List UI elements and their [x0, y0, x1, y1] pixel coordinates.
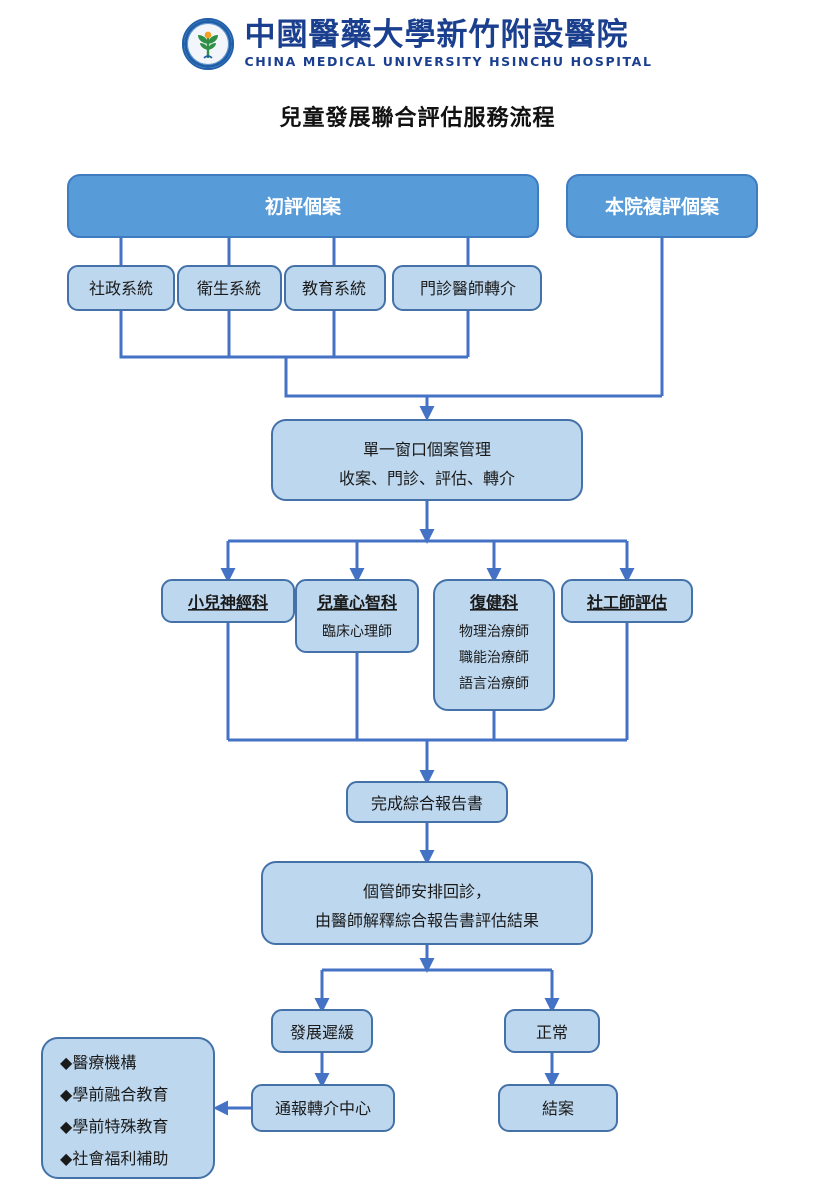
connector-followup-split: [314, 944, 560, 1013]
box-source-clinic-referral[interactable]: 門診醫師轉介: [392, 265, 542, 311]
box-department-child-psychiatry-staff-0: 臨床心理師: [322, 624, 392, 640]
box-department-social-worker[interactable]: 社工師評估: [561, 579, 693, 623]
box-followup-visit[interactable]: 個管師安排回診， 由醫師解釋綜合報告書評估結果: [261, 861, 593, 945]
box-complete-report[interactable]: 完成綜合報告書: [346, 781, 508, 823]
box-source-social-label: 社政系統: [89, 279, 153, 298]
box-department-rehabilitation-staff-0: 物理治療師: [459, 623, 529, 640]
box-source-education-label: 教育系統: [302, 279, 366, 298]
referral-option-0: ◆醫療機構: [60, 1053, 136, 1072]
box-outcome-developmental-delay-label: 發展遲緩: [290, 1023, 354, 1042]
box-department-social-worker-title: 社工師評估: [586, 593, 667, 612]
box-source-health-label: 衛生系統: [197, 279, 261, 298]
bullet-diamond-icon: ◆: [60, 1117, 73, 1136]
connector-sources-merge: [119, 237, 664, 421]
box-department-rehabilitation-staff-1: 職能治療師: [459, 649, 529, 666]
referral-option-2: ◆學前特殊教育: [60, 1117, 168, 1136]
box-initial-case[interactable]: 初評個案: [67, 174, 539, 238]
box-source-clinic-referral-label: 門診醫師轉介: [420, 279, 516, 298]
box-followup-visit-line2: 由醫師解釋綜合報告書評估結果: [315, 911, 539, 930]
bullet-diamond-icon: ◆: [60, 1053, 73, 1072]
page-title: 兒童發展聯合評估服務流程: [279, 106, 556, 131]
bullet-diamond-icon: ◆: [60, 1085, 73, 1104]
box-rehospital-case[interactable]: 本院複評個案: [566, 174, 758, 238]
box-followup-visit-line1: 個管師安排回診，: [363, 882, 491, 901]
hospital-seal-icon: [182, 18, 235, 70]
referral-option-3: ◆社會福利補助: [60, 1149, 168, 1168]
box-department-rehabilitation-staff-2: 語言治療師: [459, 675, 529, 692]
hospital-name-en: CHINA MEDICAL UNIVERSITY HSINCHU HOSPITA…: [244, 53, 653, 69]
box-department-rehabilitation[interactable]: 復健科 物理治療師 職能治療師 語言治療師: [433, 579, 555, 711]
box-single-window-line1: 單一窗口個案管理: [363, 440, 491, 459]
box-department-child-psychiatry[interactable]: 兒童心智科 臨床心理師: [295, 579, 419, 653]
box-complete-report-label: 完成綜合報告書: [371, 794, 483, 813]
box-referral-center[interactable]: 通報轉介中心: [251, 1084, 395, 1132]
box-source-health[interactable]: 衛生系統: [177, 265, 282, 311]
box-referral-options[interactable]: ◆醫療機構 ◆學前融合教育 ◆學前特殊教育 ◆社會福利補助: [41, 1037, 215, 1179]
box-department-rehabilitation-title: 復健科: [469, 593, 518, 612]
connector-departments-to-report: [226, 622, 629, 785]
box-initial-case-label: 初評個案: [265, 195, 342, 218]
hospital-name-cn: 中國醫藥大學新竹附設醫院: [244, 16, 629, 53]
box-department-pediatric-neurology-title: 小兒神經科: [188, 593, 268, 612]
box-outcome-normal[interactable]: 正常: [504, 1009, 600, 1053]
box-source-social[interactable]: 社政系統: [67, 265, 175, 311]
referral-option-1: ◆學前融合教育: [60, 1085, 168, 1104]
box-case-closed-label: 結案: [542, 1099, 574, 1118]
hospital-header: 中國醫藥大學新竹附設醫院 CHINA MEDICAL UNIVERSITY HS…: [0, 8, 835, 80]
box-case-closed[interactable]: 結案: [498, 1084, 618, 1132]
connector-window-to-departments: [220, 500, 635, 583]
connector-initial-to-sources: [119, 237, 470, 266]
box-outcome-normal-label: 正常: [536, 1023, 568, 1042]
box-outcome-developmental-delay[interactable]: 發展遲緩: [271, 1009, 373, 1053]
box-department-pediatric-neurology[interactable]: 小兒神經科: [161, 579, 295, 623]
box-referral-center-label: 通報轉介中心: [275, 1099, 371, 1118]
bullet-diamond-icon: ◆: [60, 1149, 73, 1168]
box-rehospital-case-label: 本院複評個案: [605, 195, 720, 218]
box-department-child-psychiatry-title: 兒童心智科: [317, 593, 397, 612]
box-single-window-line2: 收案、門診、評估、轉介: [339, 469, 515, 488]
box-source-education[interactable]: 教育系統: [284, 265, 386, 311]
box-single-window-management[interactable]: 單一窗口個案管理 收案、門診、評估、轉介: [271, 419, 583, 501]
